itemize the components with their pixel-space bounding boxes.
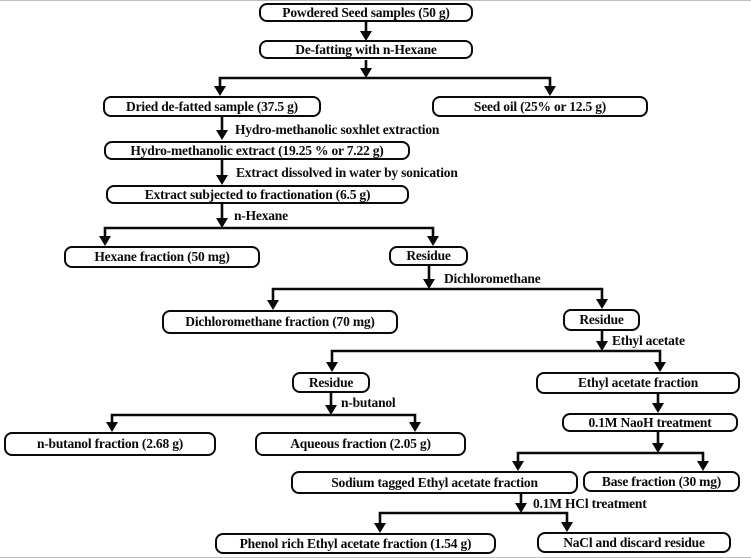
edge-line	[378, 494, 569, 525]
arrowhead-down-icon	[512, 443, 709, 471]
edge-ea-fraction-to-naoh	[652, 394, 664, 413]
node-ethyl-acetate-fraction: Ethyl acetate fraction	[536, 372, 740, 394]
edge-naoh-split	[512, 432, 709, 471]
figure-top-border	[0, 0, 751, 1]
arrowhead-down-icon	[214, 68, 556, 96]
node-seed-oil: Seed oil (25% or 12.5 g)	[432, 96, 648, 117]
node-defatting: De-fatting with n-Hexane	[259, 40, 473, 59]
node-hexane-fraction: Hexane fraction (50 mg)	[64, 246, 260, 268]
edge-label-n-hexane: n-Hexane	[234, 208, 288, 223]
edge-line	[271, 266, 604, 302]
node-dried-defatted-sample: Dried de-fatted sample (37.5 g)	[103, 96, 321, 117]
arrowhead-down-icon	[216, 130, 228, 140]
node-base-fraction: Base fraction (30 mg)	[583, 471, 740, 492]
edge-label-hcl-treatment: 0.1M HCl treatment	[533, 496, 647, 511]
arrowhead-down-icon	[216, 175, 228, 185]
arrowhead-down-icon	[360, 31, 372, 41]
node-nacl-discard: NaCl and discard residue	[537, 532, 731, 553]
edge-label-ethyl-acetate: Ethyl acetate	[612, 333, 685, 348]
arrowhead-down-icon	[652, 403, 664, 413]
edge-line	[516, 432, 705, 463]
edge-sodium-tagged-split-hcl	[374, 494, 573, 533]
edge-residue2-split-ethyl-acetate	[326, 331, 666, 372]
node-residue-2: Residue	[563, 309, 640, 331]
edge-residue1-split-dichloromethane	[267, 266, 608, 310]
node-residue-3: Residue	[292, 372, 370, 393]
node-n-butanol-fraction: n-butanol fraction (2.68 g)	[4, 432, 216, 456]
edge-label-sonication: Extract dissolved in water by sonication	[236, 165, 458, 180]
edge-dried-to-hydro-extract	[216, 117, 228, 140]
edge-defatting-split	[214, 60, 556, 96]
node-extract-fractionation: Extract subjected to fractionation (6.5 …	[106, 185, 409, 204]
node-powdered-seed: Powdered Seed samples (50 g)	[259, 3, 473, 22]
node-sodium-tagged-fraction: Sodium tagged Ethyl acetate fraction	[291, 471, 578, 494]
edge-fractionation-split-n-hexane	[99, 204, 439, 246]
edge-powdered-to-defatting	[360, 22, 372, 41]
edge-label-dichloromethane: Dichloromethane	[444, 271, 541, 286]
node-residue-1: Residue	[389, 246, 468, 266]
edge-line	[218, 60, 552, 89]
edge-line	[330, 331, 662, 364]
node-phenol-rich-fraction: Phenol rich Ethyl acetate fraction (1.54…	[215, 533, 496, 554]
edge-line	[110, 393, 417, 424]
edge-label-soxhlet-extraction: Hydro-methanolic soxhlet extraction	[235, 122, 440, 137]
node-hydro-methanolic-extract: Hydro-methanolic extract (19.25 % or 7.2…	[104, 141, 410, 160]
edge-line	[103, 204, 435, 239]
node-aqueous-fraction: Aqueous fraction (2.05 g)	[255, 432, 466, 456]
edge-residue3-split-n-butanol	[106, 393, 421, 432]
arrowhead-down-icon	[267, 279, 608, 310]
edge-hydro-to-fractionation	[216, 160, 228, 185]
edge-label-n-butanol: n-butanol	[341, 395, 396, 410]
node-dichloromethane-fraction: Dichloromethane fraction (70 mg)	[162, 310, 398, 334]
node-naoh-treatment: 0.1M NaoH treatment	[562, 413, 738, 432]
